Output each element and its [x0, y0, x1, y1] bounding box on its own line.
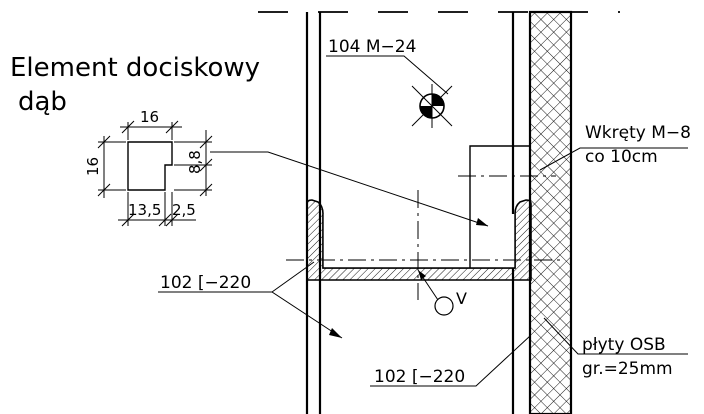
- title-line1: Element dociskowy: [10, 53, 260, 83]
- label-screws-2: co 10cm: [585, 147, 658, 167]
- profile-outline: [127, 141, 173, 191]
- label-channel-left: 102 [−220: [160, 273, 251, 293]
- dim-height-left: 16: [84, 157, 102, 176]
- label-channel-bottom: 102 [−220: [374, 367, 465, 387]
- level-mark-icon: [417, 269, 454, 316]
- leader-channel-bottom: [370, 335, 531, 387]
- label-screws-1: Wkręty M−8: [585, 123, 691, 143]
- title-line2: dąb: [18, 87, 67, 117]
- label-level-mark: V: [456, 289, 467, 308]
- leader-profile-arrow: [476, 218, 488, 226]
- leader-screws: [539, 147, 688, 171]
- dim-width-top: 16: [140, 108, 159, 126]
- leader-channel-left-2: [271, 261, 315, 293]
- leader-channel-left: [158, 291, 343, 339]
- leader-top: [326, 55, 449, 95]
- leader-channel-left-arrow: [329, 328, 342, 338]
- osb-board: [528, 10, 573, 414]
- label-top-item: 104 M−24: [328, 37, 416, 57]
- label-osb-2: gr.=25mm: [582, 359, 673, 379]
- pressing-element: [469, 145, 530, 268]
- leader-profile: [210, 151, 489, 227]
- dim-bottom-left: 13,5: [128, 201, 161, 219]
- dim-bottom-right: 2,5: [172, 201, 196, 219]
- section-marker-icon: [411, 84, 453, 128]
- channel-inner: [322, 214, 516, 269]
- label-osb-1: płyty OSB: [582, 335, 666, 355]
- dim-notch-height: 8,8: [186, 150, 204, 174]
- leader-osb: [543, 317, 688, 355]
